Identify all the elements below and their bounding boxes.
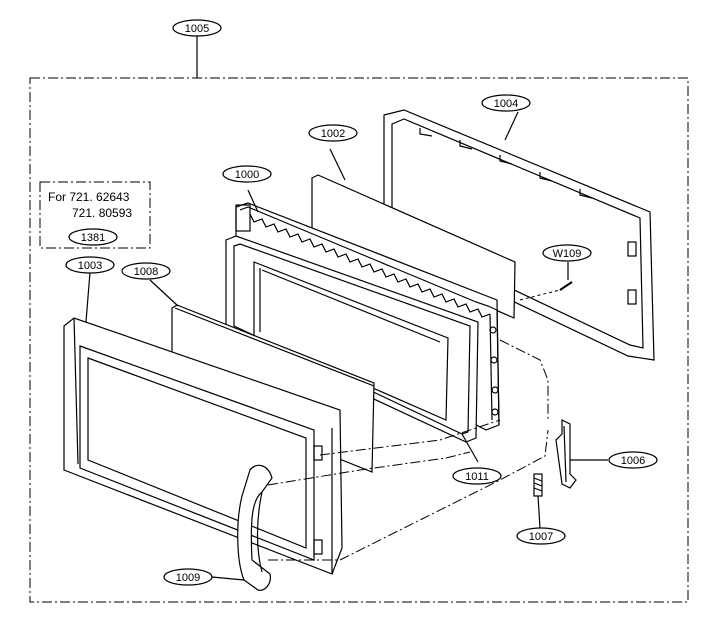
callout-1011: 1011 [465, 471, 489, 483]
callout-1007: 1007 [529, 531, 553, 543]
part-w109-screw [559, 262, 573, 291]
callout-1381: 1381 [81, 232, 105, 244]
callout-1005: 1005 [185, 23, 209, 35]
callout-w109: W109 [553, 248, 582, 260]
callout-1009: 1009 [176, 572, 200, 584]
callout-1000: 1000 [235, 169, 259, 181]
callout-1002: 1002 [321, 128, 345, 140]
callout-1006: 1006 [621, 455, 645, 467]
assembly-boundary [29, 77, 689, 603]
note-line-1: For 721. 62643 [48, 190, 130, 204]
callout-1008: 1008 [134, 266, 158, 278]
assembly-guides [267, 289, 561, 561]
model-note-box: For 721. 62643 721. 80593 1381 [39, 181, 151, 249]
part-1002-panel [311, 148, 516, 319]
part-1004-frame [383, 109, 655, 361]
note-line-2: 721. 80593 [72, 206, 132, 220]
callout-1004: 1004 [494, 98, 518, 110]
part-1006-latch [555, 419, 608, 489]
part-1007-spring [533, 473, 543, 529]
callout-1003: 1003 [78, 260, 102, 272]
callouts: 1005 1004 1002 1000 1008 1003 W109 1006 … [65, 19, 658, 586]
part-1009-handle [211, 464, 273, 591]
